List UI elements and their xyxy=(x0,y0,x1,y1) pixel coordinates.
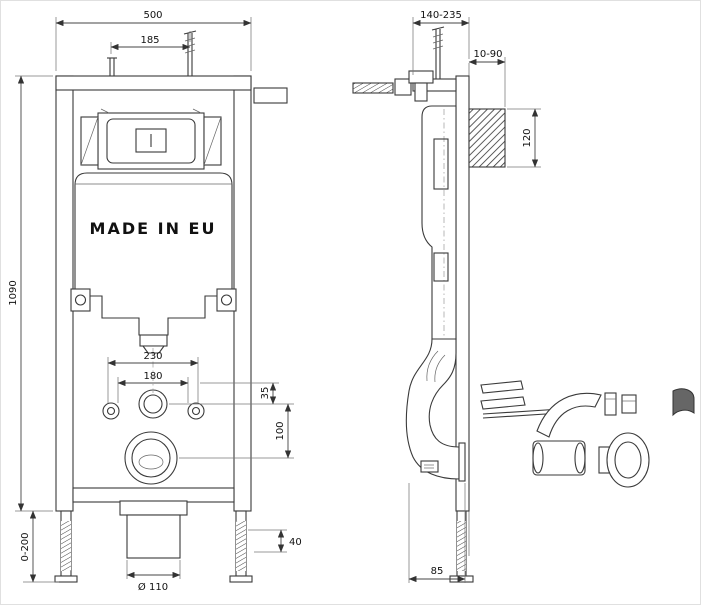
leg-right xyxy=(229,510,253,583)
side-dimensions: 140-235 10-90 120 85 xyxy=(408,10,541,583)
dim-outlet-offset: 85 xyxy=(431,566,444,577)
leg-left xyxy=(54,510,78,583)
elbow-label-detail xyxy=(420,460,439,473)
connector-sleeve xyxy=(532,440,586,476)
frame-left-rail xyxy=(55,75,74,512)
dim-foot-adjust: 0-200 xyxy=(20,532,31,561)
flanged-bend xyxy=(598,432,650,488)
frame-bottom-crossbar xyxy=(72,487,235,503)
dim-foot-plate: 40 xyxy=(289,537,302,548)
fitting-bolts xyxy=(604,392,637,416)
left-rod xyxy=(107,57,117,76)
supply-rod-side xyxy=(431,26,445,79)
fixing-bracket-right xyxy=(216,288,237,312)
flush-valve-seat xyxy=(139,334,168,347)
foot-plate-left xyxy=(54,575,78,583)
dim-supply-offset: 185 xyxy=(140,35,159,46)
fixing-bracket-left xyxy=(70,288,91,312)
frame-top-crossbar xyxy=(55,75,252,91)
dim-fixing-span-outer: 230 xyxy=(143,351,162,362)
dim-outlet-drop: 100 xyxy=(275,421,286,440)
dim-offset-35: 35 xyxy=(260,387,271,400)
dim-depth-range: 140-235 xyxy=(420,10,462,21)
leg-side xyxy=(449,510,474,583)
exploded-parts xyxy=(480,380,695,488)
outlet-flange xyxy=(458,442,466,482)
cistern-profile xyxy=(421,105,457,340)
pipe-clip xyxy=(672,388,695,417)
front-view: MADE IN EU xyxy=(54,30,288,583)
front-dimensions: 500 185 1090 0-200 230 180 35 100 xyxy=(8,10,302,593)
dim-fixing-span-inner: 180 xyxy=(143,371,162,382)
curved-flush-pipe xyxy=(536,392,602,438)
dim-plate-height: 120 xyxy=(522,128,533,147)
access-window xyxy=(80,108,222,170)
frame-right-rail xyxy=(233,75,252,512)
dim-outlet-diameter: Ø 110 xyxy=(138,581,168,593)
outlet-elbow xyxy=(405,338,466,482)
dim-frame-height: 1090 xyxy=(8,280,19,305)
side-view xyxy=(352,26,506,583)
dim-wall-clearance: 10-90 xyxy=(473,49,502,60)
wall-sleeve-hatched xyxy=(468,108,506,168)
dim-front-width: 500 xyxy=(143,10,162,21)
drain-pipe xyxy=(119,500,188,559)
cistern: MADE IN EU xyxy=(74,172,233,354)
fixing-holes xyxy=(102,389,205,420)
outlet-opening xyxy=(124,431,178,485)
made-in-eu-label: MADE IN EU xyxy=(90,219,217,238)
angle-valve xyxy=(352,70,434,102)
spec-plate xyxy=(253,87,288,104)
foot-plate-right xyxy=(229,575,253,583)
